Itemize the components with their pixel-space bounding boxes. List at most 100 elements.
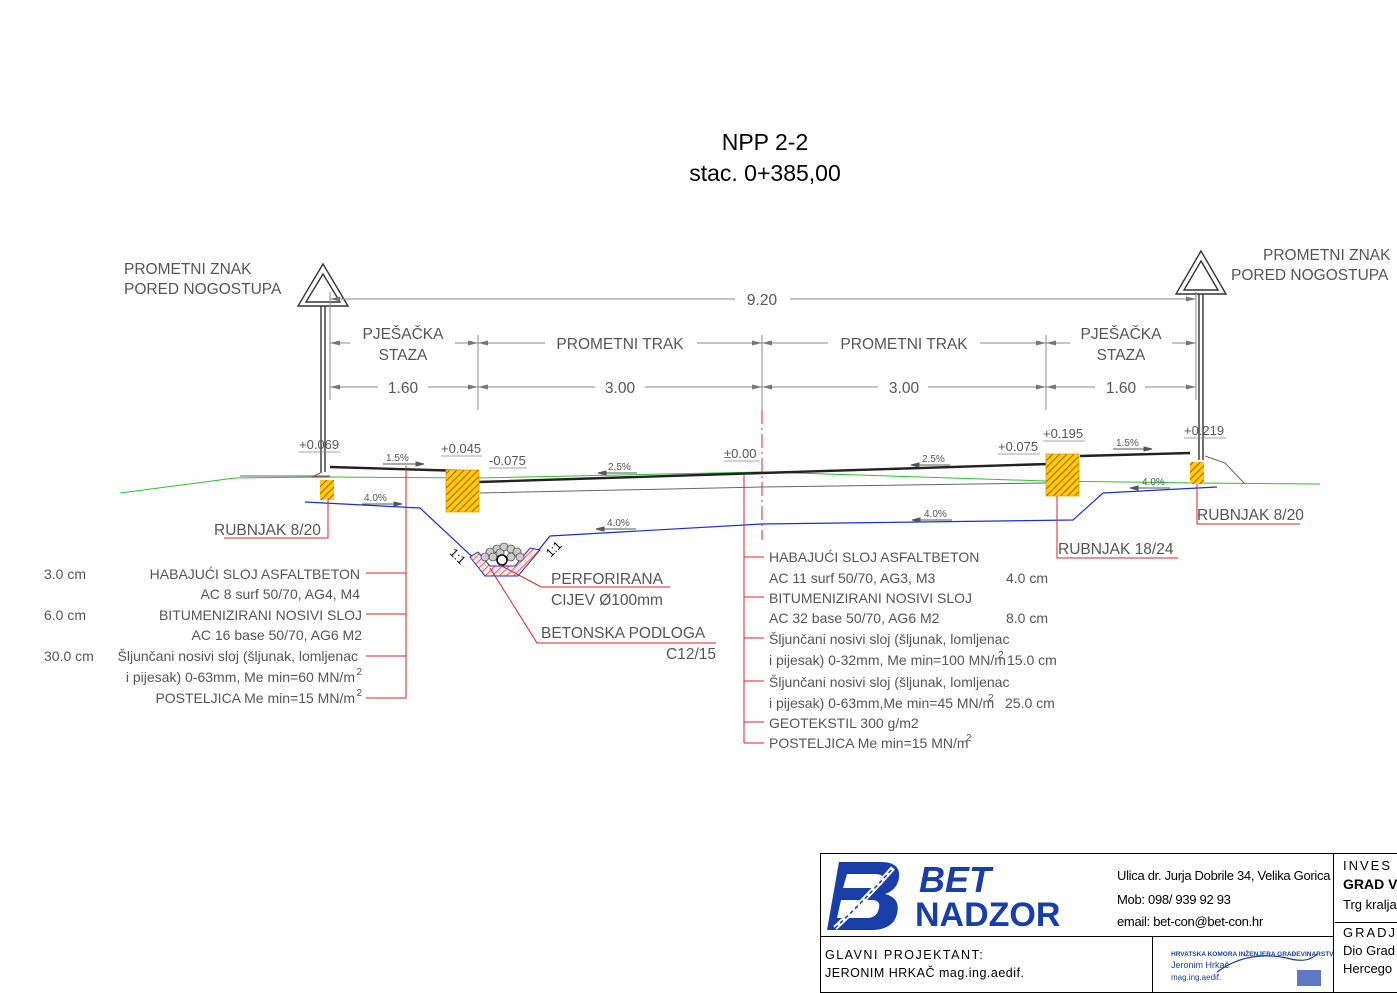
sign-label-left-1: PROMETNI ZNAK	[124, 261, 252, 278]
curb-walk-right-border	[1045, 453, 1080, 497]
subgrade-line	[304, 486, 1218, 574]
concrete-label-1: BETONSKA PODLOGA	[541, 625, 706, 642]
tb-divider	[821, 936, 1333, 937]
zone-walk-right-1: PJEŠAČKA	[1081, 326, 1163, 343]
investor-label: INVES	[1343, 858, 1393, 873]
center-layer-4: AC 32 base 50/70, AG6 M2	[769, 610, 940, 626]
elev-4: ±0.00	[724, 446, 756, 461]
dimension-lines	[329, 292, 1197, 410]
zone-walk-left-2: STAZA	[379, 347, 428, 364]
curb-walk-right	[1046, 454, 1079, 496]
station-label: stac. 0+385,00	[689, 160, 841, 186]
curb-label-left: RUBNJAK 8/20	[214, 522, 321, 539]
center-thick-1: 4.0 cm	[1006, 570, 1048, 586]
investor-name: GRAD V	[1343, 876, 1397, 892]
center-layer-8-sup: 2	[988, 693, 994, 704]
investor-divider	[1335, 922, 1397, 923]
center-layer-1: HABAJUĆI SLOJ ASFALTBETON	[769, 549, 979, 565]
concrete-label-2: C12/15	[666, 646, 716, 663]
elevation-underlines	[299, 437, 1226, 469]
dim-lane-1: 3.00	[605, 380, 636, 397]
company-email: email: bet-con@bet-con.hr	[1117, 914, 1263, 929]
construction-label: GRADJ	[1343, 925, 1397, 940]
zone-lane-1: PROMETNI TRAK	[556, 336, 684, 353]
center-layer-6: i pijesak) 0-32mm, Me min=100 MN/m	[769, 652, 1006, 668]
elev-1: +0.069	[299, 437, 339, 452]
slope-8: 4.0%	[1142, 477, 1165, 488]
center-layer-8: i pijesak) 0-63mm,Me min=45 MN/m	[769, 695, 994, 711]
zone-walk-left-1: PJEŠAČKA	[363, 326, 445, 343]
construction-line-1: Dio Grad	[1343, 943, 1396, 958]
pipe-label-2: CIJEV Ø100mm	[551, 592, 663, 609]
construction-line-2: Hercego	[1343, 961, 1393, 976]
pipe-label-1: PERFORIRANA	[551, 571, 664, 588]
pavement	[240, 451, 1246, 494]
left-layer-3: BITUMENIZIRANI NOSIVI SLOJ	[159, 607, 362, 623]
elev-3: -0.075	[489, 453, 526, 468]
drainage-ditch	[469, 542, 541, 577]
slope-3: 2.5%	[922, 454, 945, 465]
elev-7: +0.219	[1184, 423, 1224, 438]
brand-bet: BET	[919, 859, 994, 900]
slope-1: 1.5%	[386, 453, 409, 464]
zone-walk-right-2: STAZA	[1097, 347, 1146, 364]
left-layer-5: Šljunčani nosivi sloj (šljunak, lomljena…	[118, 648, 358, 664]
dim-lane-2: 3.00	[889, 380, 920, 397]
elev-2: +0.045	[441, 441, 481, 456]
dim-walk-left: 1.60	[388, 380, 419, 397]
ratio-left: 1:1	[447, 546, 469, 568]
chief-designer-name: JERONIM HRKAČ mag.ing.aedif.	[825, 966, 1025, 980]
sign-label-right-2: PORED NOGOSTUPA	[1231, 267, 1389, 284]
center-layer-9: GEOTEKSTIL 300 g/m2	[769, 715, 919, 731]
dim-total: 9.20	[747, 292, 778, 309]
left-layer-7-sup: 2	[356, 688, 362, 699]
engineer-stamp: HRVATSKA KOMORA INŽENJERA GRAĐEVINARSTVA…	[1171, 949, 1333, 986]
elev-5: +0.075	[998, 439, 1038, 454]
traffic-sign-right	[1174, 249, 1228, 460]
sign-label-right-1: PROMETNI ZNAK	[1263, 247, 1391, 264]
curb-label-right-big: RUBNJAK 18/24	[1058, 541, 1174, 558]
center-thick-2: 8.0 cm	[1006, 610, 1048, 626]
slope-labels: 1.5% 2.5% 2.5% 1.5% 4.0% 4.0% 4.0% 4.0%	[364, 438, 1165, 529]
perforated-pipe	[496, 554, 508, 566]
dim-walk-right: 1.60	[1106, 380, 1137, 397]
slope-4: 1.5%	[1116, 438, 1139, 449]
curb-walk-left	[446, 470, 479, 512]
slope-arrows	[362, 446, 1170, 532]
chief-designer-label: GLAVNI PROJEKTANT:	[825, 948, 985, 962]
left-layer-1: HABAJUĆI SLOJ ASFALTBETON	[150, 566, 360, 582]
curb-left-small	[320, 480, 334, 500]
left-layer-7: POSTELJICA Me min=15 MN/m	[155, 690, 355, 706]
dimension-arrows	[330, 296, 1196, 390]
slope-2: 2.5%	[608, 462, 631, 473]
curb-right-small	[1190, 462, 1204, 484]
stamp-name: Jeronim Hrkač	[1171, 960, 1230, 970]
company-address: Ulica dr. Jurja Dobrile 34, Velika Goric…	[1117, 868, 1331, 883]
center-layer-10: POSTELJICA Me min=15 MN/m	[769, 735, 969, 751]
company-contact: Ulica dr. Jurja Dobrile 34, Velika Goric…	[1117, 866, 1330, 932]
left-thick-2: 6.0 cm	[44, 607, 86, 623]
sign-label-left-2: PORED NOGOSTUPA	[124, 281, 282, 298]
title-block: BET NADZOR Ulica dr. Jurja Dobrile 34, V…	[820, 853, 1397, 993]
center-layer-5: Šljunčani nosivi sloj (šljunak, lomljena…	[769, 631, 1009, 647]
stamp-chamber: HRVATSKA KOMORA INŽENJERA GRAĐEVINARSTVA	[1171, 949, 1333, 958]
center-thick-3: 15.0 cm	[1007, 652, 1057, 668]
elevation-labels: +0.069 +0.045 -0.075 ±0.00 +0.075 +0.195…	[299, 423, 1224, 468]
left-layer-2: AC 8 surf 50/70, AG4, M4	[200, 586, 360, 602]
tb-divider-v2	[1152, 936, 1153, 992]
left-thick-1: 3.0 cm	[44, 566, 86, 582]
center-layer-10-sup: 2	[966, 733, 972, 744]
center-thick-4: 25.0 cm	[1005, 695, 1055, 711]
left-layer-4: AC 16 base 50/70, AG6 M2	[192, 627, 363, 643]
drawing-title: NPP 2-2	[722, 129, 809, 155]
bet-nadzor-logo: BET NADZOR	[827, 859, 1060, 934]
tb-divider-v1	[1333, 854, 1334, 992]
left-thick-3: 30.0 cm	[44, 648, 94, 664]
center-layer-3: BITUMENIZIRANI NOSIVI SLOJ	[769, 590, 972, 606]
brand-nadzor: NADZOR	[915, 896, 1060, 934]
left-layer-6: i pijesak) 0-63mm, Me min=60 MN/m	[126, 669, 355, 685]
investor-block: INVES GRAD V Trg kralja GRADJ Dio Grad H…	[1335, 854, 1397, 992]
curb-label-right: RUBNJAK 8/20	[1197, 507, 1304, 524]
center-layer-2: AC 11 surf 50/70, AG3, M3	[769, 570, 935, 586]
